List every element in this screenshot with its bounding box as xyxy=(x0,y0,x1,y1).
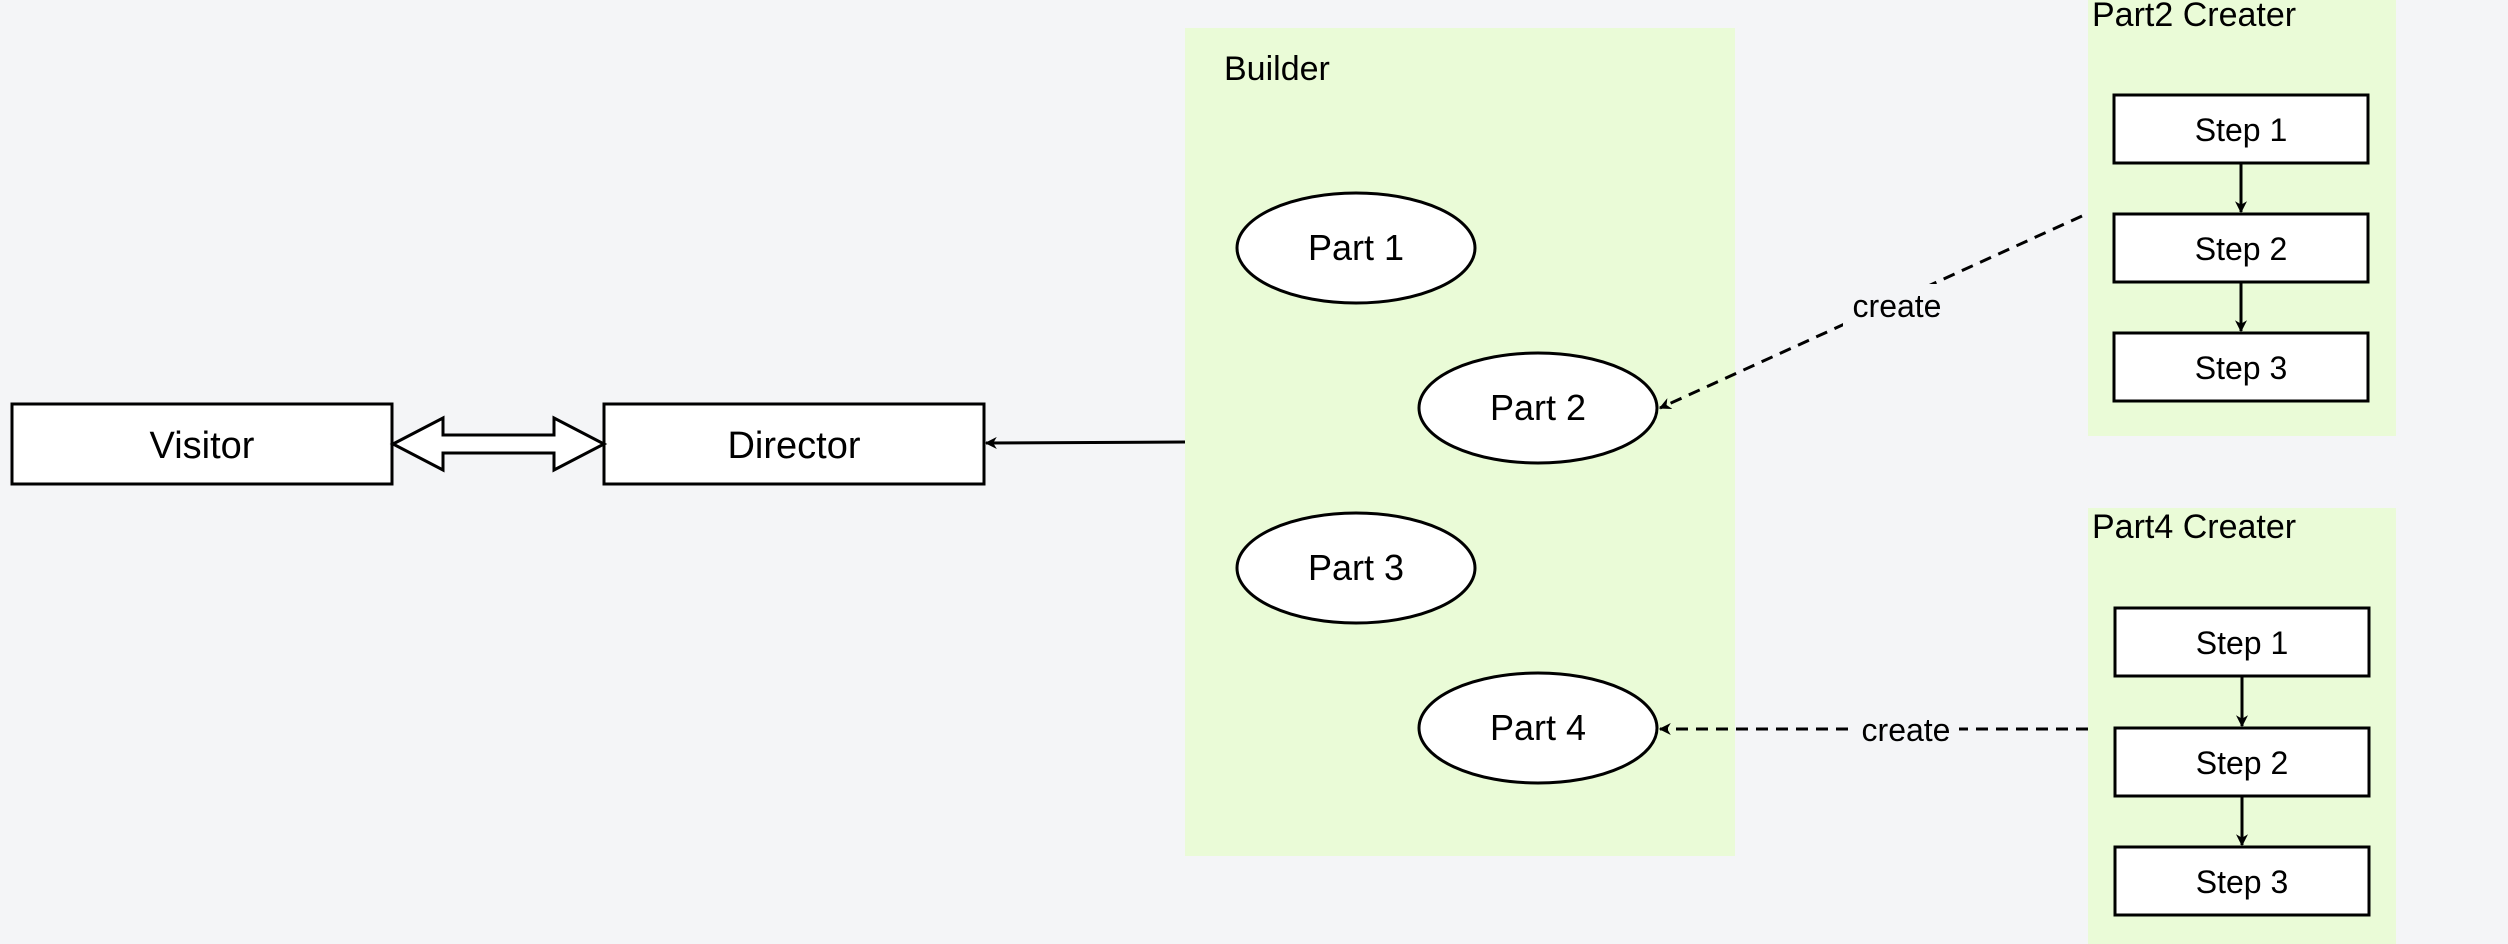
part4-step-2-label: Step 2 xyxy=(2196,745,2289,781)
part2-step-3-label: Step 3 xyxy=(2195,350,2288,386)
part2-step-2-node[interactable] xyxy=(2112,212,2370,284)
create-to-part2-label: create xyxy=(1853,288,1942,324)
create-to-part2-label-bg xyxy=(1843,284,1951,328)
part4-step-3-node[interactable] xyxy=(2113,845,2371,917)
part2-step-2-label: Step 2 xyxy=(2195,231,2288,267)
part4-step-2-node[interactable] xyxy=(2113,726,2371,798)
part-4-label: Part 4 xyxy=(1490,707,1586,748)
part-1-node[interactable] xyxy=(1235,191,1477,305)
part-3-label: Part 3 xyxy=(1308,547,1404,588)
part4-creater-label: Part4 Creater xyxy=(2092,508,2296,546)
builder-to-director-arrow xyxy=(984,436,1186,449)
visitor-director-double-arrow xyxy=(389,415,608,473)
part-1-label: Part 1 xyxy=(1308,227,1404,268)
director-label: Director xyxy=(727,425,860,467)
part4-step-1-label: Step 1 xyxy=(2196,625,2289,661)
part-2-node[interactable] xyxy=(1417,351,1659,465)
part-4-node[interactable] xyxy=(1417,671,1659,785)
create-to-part4-label-bg xyxy=(1853,708,1959,750)
part4-step-1-node[interactable] xyxy=(2113,606,2371,678)
part2-step-3-node[interactable] xyxy=(2112,331,2370,403)
part-3-node[interactable] xyxy=(1235,511,1477,625)
builder-label: Builder xyxy=(1224,50,1330,88)
part2-creater-label: Part2 Creater xyxy=(2092,0,2296,34)
create-to-part4-label: create xyxy=(1862,712,1951,748)
part2-step-1-node[interactable] xyxy=(2112,93,2370,165)
part-2-label: Part 2 xyxy=(1490,387,1586,428)
part2-step-1-label: Step 1 xyxy=(2195,112,2288,148)
visitor-label: Visitor xyxy=(150,425,255,467)
part4-step-3-label: Step 3 xyxy=(2196,864,2289,900)
